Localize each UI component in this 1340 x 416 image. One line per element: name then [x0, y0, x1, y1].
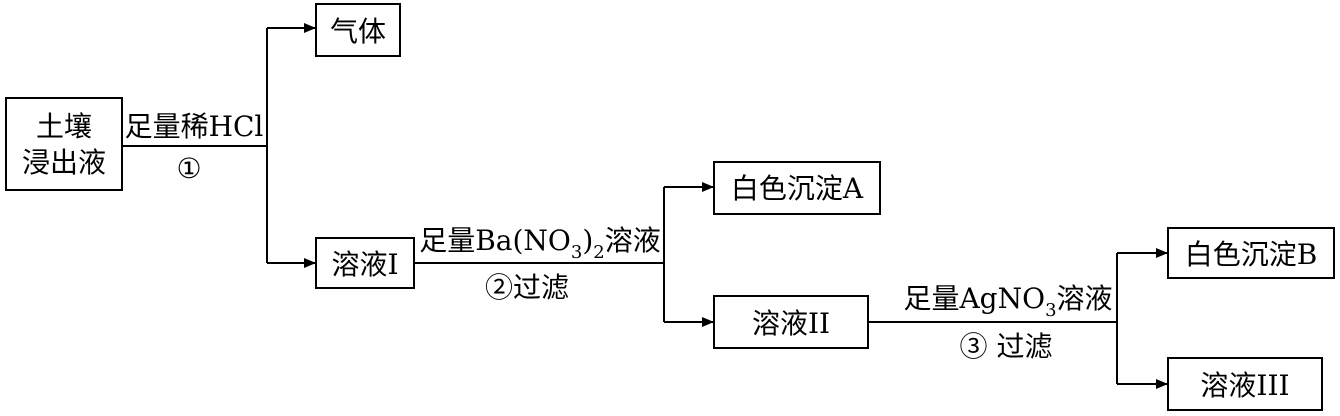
step2-reagent-sub1: 3 — [571, 242, 582, 263]
node-white-precipitate-b: 白色沉淀B — [1167, 227, 1335, 279]
solution-2-label: 溶液II — [752, 307, 830, 340]
step3-reagent-sub: 3 — [1045, 300, 1056, 321]
node-soil-extract: 土壤 浸出液 — [5, 97, 123, 191]
step1-number: ① — [176, 152, 201, 185]
step2-reagent-sub2: 2 — [593, 242, 604, 263]
node-white-precipitate-a: 白色沉淀A — [713, 161, 881, 215]
step3-label: ③ 过滤 — [960, 330, 1053, 363]
step2-reagent-part2: ) — [582, 224, 593, 257]
step3-reagent-part2: 溶液 — [1057, 282, 1113, 315]
soil-label-line2: 浸出液 — [22, 146, 106, 179]
step2-reagent-part3: 溶液 — [605, 224, 661, 257]
step2-label: ②过滤 — [485, 271, 569, 304]
step1-reagent: 足量稀HCl — [125, 110, 264, 143]
node-gas: 气体 — [315, 3, 401, 57]
connectors — [122, 23, 1168, 389]
white-a-label: 白色沉淀A — [731, 172, 864, 205]
step2-reagent-part1: 足量Ba(NO — [419, 224, 571, 257]
step3-reagent: 足量AgNO3溶液 — [903, 282, 1112, 321]
soil-label-line1: 土壤 — [36, 110, 92, 143]
node-solution-2: 溶液II — [713, 295, 869, 349]
white-b-label: 白色沉淀B — [1185, 238, 1318, 271]
node-solution-3: 溶液III — [1167, 357, 1323, 411]
step2-reagent: 足量Ba(NO3)2溶液 — [419, 224, 661, 263]
solution-3-label: 溶液III — [1200, 369, 1289, 402]
solution-1-label: 溶液I — [331, 248, 398, 281]
gas-label: 气体 — [330, 15, 386, 48]
node-solution-1: 溶液I — [315, 237, 415, 289]
step3-reagent-part1: 足量AgNO — [903, 282, 1045, 315]
